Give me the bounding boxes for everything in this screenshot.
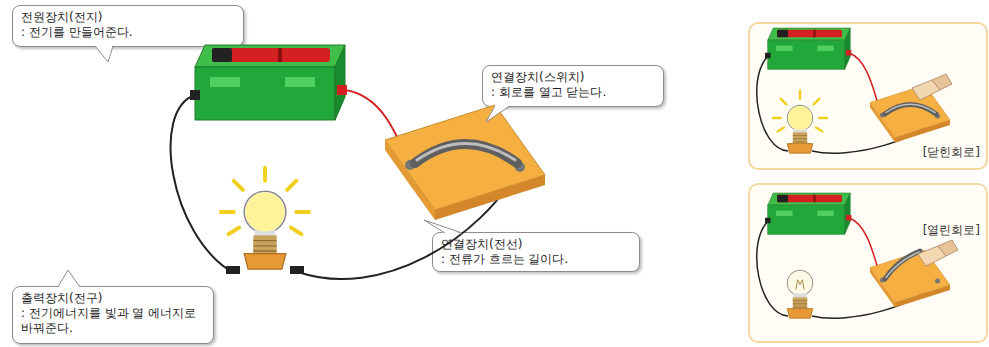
- callout-body: : 회로를 열고 닫는다.: [491, 85, 655, 100]
- callout-tail: [58, 270, 80, 288]
- switch-board: [385, 105, 545, 220]
- alligator-clip: [290, 266, 304, 274]
- red-wire: [849, 53, 882, 115]
- black-wire: [812, 116, 937, 153]
- black-wire: [757, 56, 788, 151]
- bulb-light: [773, 91, 827, 132]
- light-bulb: [787, 105, 813, 153]
- switch-lever-open: [885, 251, 920, 279]
- red-wire: [345, 90, 410, 165]
- pressing-hand: [918, 240, 958, 266]
- pressing-hand: [912, 74, 952, 100]
- light-bulb: [787, 270, 813, 318]
- callout-heading: 연결장치(스위치): [491, 70, 655, 85]
- callout-tail: [95, 45, 113, 62]
- switch-board: [870, 85, 950, 143]
- device-callout: 전원장치(전지): 전기를 만들어준다.: [12, 5, 244, 47]
- callout-heading: 전원장치(전지): [21, 10, 235, 25]
- circuit-label: [열린회로]: [923, 223, 980, 238]
- device-callout: 연결장치(전선): 전류가 흐르는 길이다.: [432, 232, 640, 272]
- callout-tail: [486, 106, 510, 122]
- black-wire: [812, 281, 937, 318]
- black-wire: [757, 221, 788, 316]
- black-wire: [171, 95, 232, 272]
- circuit-label: [닫힌회로]: [923, 145, 980, 160]
- battery-box: [190, 45, 347, 120]
- circuit-panel: [열린회로]: [748, 183, 988, 343]
- bulb-light: [221, 168, 309, 234]
- circuit-panel: [닫힌회로]: [748, 22, 988, 170]
- callout-tail: [424, 220, 462, 234]
- callout-heading: 연결장치(전선): [441, 237, 631, 252]
- callout-tail: [58, 270, 80, 287]
- callout-body: : 전기에너지를 빛과 열 에너지로 바꿔준다.: [21, 306, 205, 336]
- switch-lever-closed: [885, 104, 936, 114]
- battery-box: [765, 28, 851, 69]
- callout-body: : 전기를 만들어준다.: [21, 25, 235, 40]
- device-callout: 출력장치(전구): 전기에너지를 빛과 열 에너지로 바꿔준다.: [12, 286, 214, 344]
- callout-tail: [486, 105, 510, 122]
- callout-body: : 전류가 흐르는 길이다.: [441, 252, 631, 267]
- switch-lever-closed: [415, 144, 517, 164]
- callout-heading: 출력장치(전구): [21, 291, 205, 306]
- alligator-clip: [226, 266, 240, 274]
- red-wire: [849, 218, 882, 280]
- light-bulb: [244, 191, 286, 269]
- black-wire: [298, 167, 520, 279]
- device-callout: 연결장치(스위치): 회로를 열고 닫는다.: [482, 65, 664, 107]
- callout-tail: [424, 220, 462, 233]
- switch-board: [870, 250, 950, 308]
- battery-box: [765, 193, 851, 234]
- callout-tail: [95, 46, 113, 62]
